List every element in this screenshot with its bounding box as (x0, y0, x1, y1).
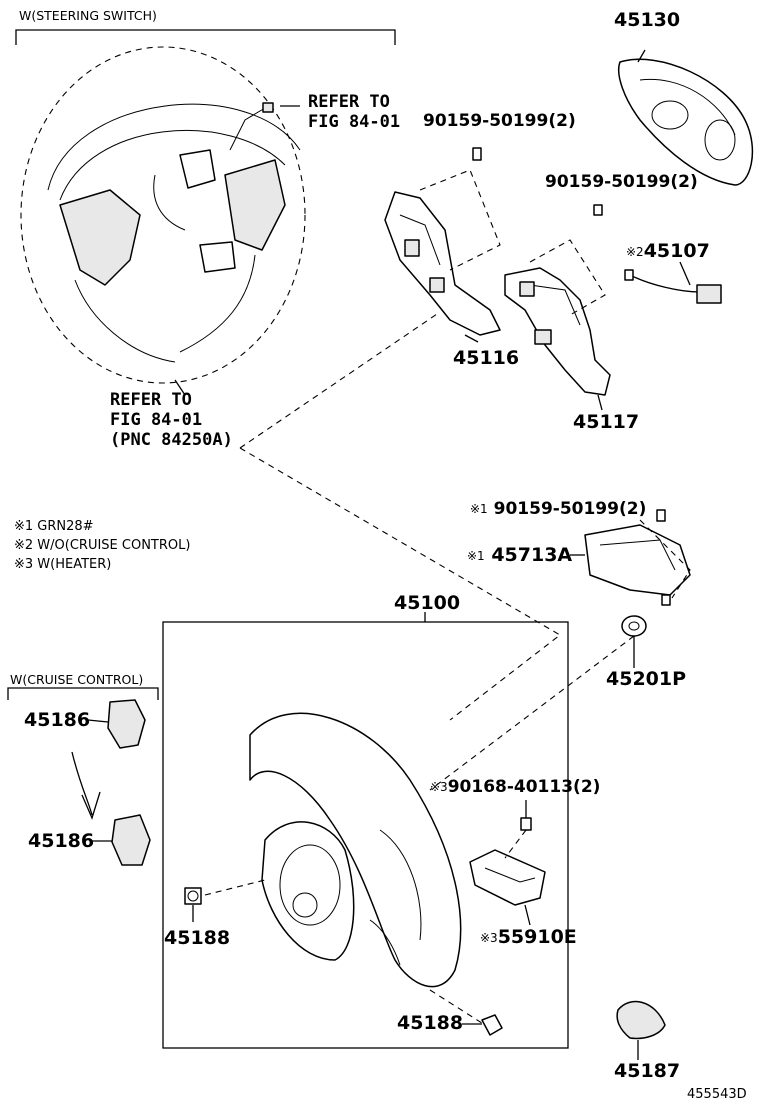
label-45186-b: 45186 (28, 830, 95, 852)
section-cruise-control: W(CRUISE CONTROL) (10, 672, 144, 687)
label-45116: 45116 (453, 347, 520, 369)
lower-reference: REFER TO FIG 84-01 (PNC 84250A) (110, 390, 233, 450)
detail-wheel (20, 46, 306, 384)
note-3: ※3 W(HEATER) (14, 557, 112, 572)
label-45187: 45187 (614, 1060, 681, 1082)
label-45201P: 45201P (606, 668, 687, 690)
part-45201P-nut (621, 615, 647, 668)
label-45107: ※245107 (626, 240, 710, 262)
part-45116-switch (384, 147, 501, 343)
upper-reference: REFER TO FIG 84-01 (308, 92, 401, 132)
label-45130: 45130 (614, 9, 681, 31)
label-45188-a: 45188 (164, 927, 231, 949)
label-90159-a: 90159-50199(2) (423, 111, 576, 131)
part-45186-pads (71, 699, 151, 866)
part-45188-screws (184, 887, 503, 1036)
part-55910E-heater (469, 849, 546, 926)
label-45188-b: 45188 (397, 1012, 464, 1034)
dash-detail-to-assembly (239, 311, 441, 449)
note-2: ※2 W/O(CRUISE CONTROL) (14, 538, 191, 553)
part-45107-harness (624, 261, 722, 304)
part-45100-wheel (249, 712, 462, 988)
label-90159-b: 90159-50199(2) (545, 172, 698, 192)
part-45130-cover (618, 49, 754, 186)
label-45117: 45117 (573, 411, 640, 433)
label-90168: ※390168-40113(2) (430, 777, 601, 797)
label-45186-a: 45186 (24, 709, 91, 731)
label-55910E: ※355910E (480, 926, 577, 948)
assembly-frame (162, 621, 569, 1049)
steering-switch-bracket (15, 29, 396, 45)
cruise-control-bracket (7, 687, 159, 700)
section-steering-switch: W(STEERING SWITCH) (19, 8, 157, 23)
bolt-90168 (520, 817, 532, 831)
label-45100: 45100 (394, 592, 461, 614)
label-45713A: ※1 45713A (467, 544, 573, 566)
part-45117-switch (504, 204, 611, 411)
label-90159-c: ※1 90159-50199(2) (470, 499, 647, 519)
part-45713A-switch (570, 509, 691, 606)
note-1: ※1 GRN28# (14, 519, 94, 534)
figure-code: 455543D (687, 1087, 747, 1102)
part-45187-cover (616, 1000, 666, 1060)
